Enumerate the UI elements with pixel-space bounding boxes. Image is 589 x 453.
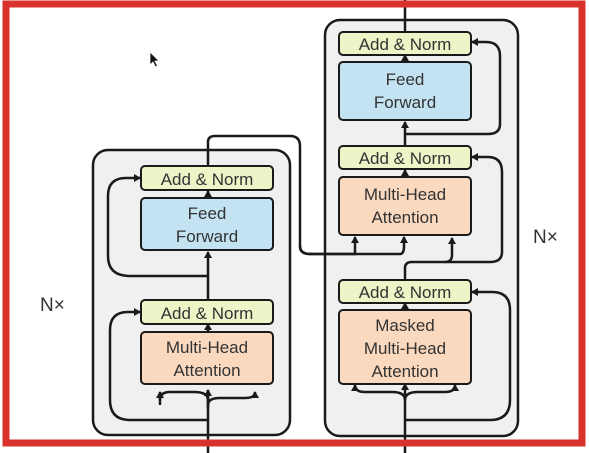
decoder-masked-attention: Masked Multi-Head Attention [338,309,472,385]
decoder-masked-attention-label-2: Multi-Head [364,339,446,358]
decoder-feed-forward-label-1: Feed [386,70,425,89]
decoder-add-norm-top: Add & Norm [338,31,472,56]
encoder-add-norm-bottom-label: Add & Norm [161,304,254,323]
encoder-feed-forward: Feed Forward [140,197,274,251]
encoder-multi-head-attention: Multi-Head Attention [140,331,274,385]
decoder-repeat-label: N× [533,227,558,248]
encoder-add-norm-bottom: Add & Norm [140,299,274,325]
decoder-cross-attention-label-1: Multi-Head [364,185,446,204]
decoder-add-norm-top-label: Add & Norm [359,35,452,54]
encoder-feed-forward-label-2: Forward [176,227,238,246]
encoder-add-norm-top: Add & Norm [140,165,274,191]
decoder-connections [351,20,512,453]
decoder-masked-attention-label-3: Attention [371,362,438,381]
encoder-connections [106,134,408,453]
mouse-pointer-icon [149,51,160,68]
decoder-cross-attention-label-2: Attention [371,208,438,227]
decoder-feed-forward-label-2: Forward [374,93,436,112]
decoder-cross-attention: Multi-Head Attention [338,176,472,236]
decoder-masked-attention-label-1: Masked [375,316,435,335]
highlight-frame [2,0,586,447]
encoder-repeat-label: N× [40,295,65,316]
decoder-add-norm-middle: Add & Norm [338,145,472,170]
decoder-feed-forward: Feed Forward [338,61,472,121]
encoder-attention-label-1: Multi-Head [166,338,248,357]
encoder-feed-forward-label-1: Feed [188,204,227,223]
encoder-add-norm-top-label: Add & Norm [161,170,254,189]
decoder-add-norm-bottom-label: Add & Norm [359,283,452,302]
encoder-attention-label-2: Attention [173,361,240,380]
decoder-add-norm-middle-label: Add & Norm [359,149,452,168]
decoder-add-norm-bottom: Add & Norm [338,279,472,304]
